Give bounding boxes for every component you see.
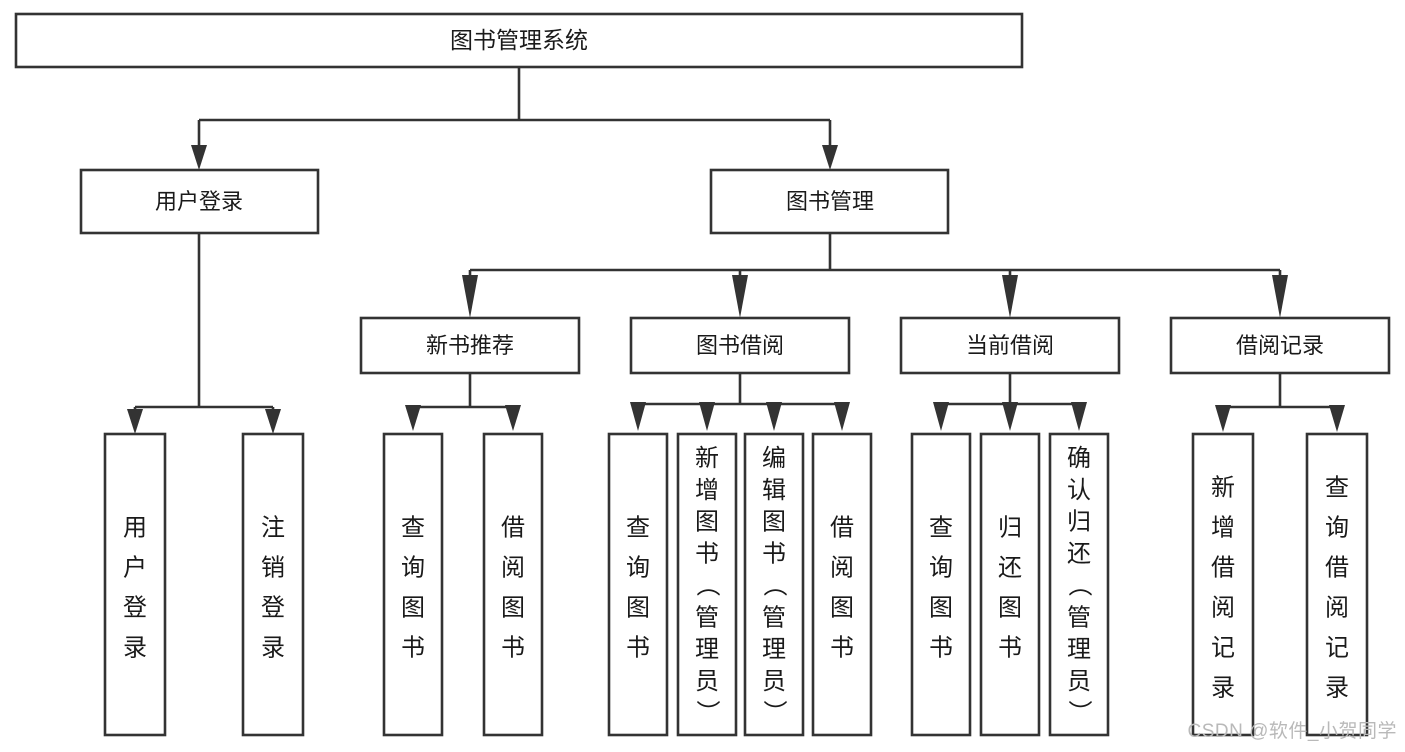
node-current-borrow-label: 当前借阅 <box>966 333 1054 358</box>
arrow-head-new-book-leaf-1 <box>405 405 421 431</box>
node-book-management-box[interactable] <box>709 168 950 235</box>
node-root-label: 图书管理系统 <box>450 27 588 53</box>
node-book-borrow-label: 图书借阅 <box>696 333 784 358</box>
node-user-login[interactable]: 用户登录 <box>79 168 320 235</box>
arrow-head-book-borrow-leaf-3 <box>766 402 782 431</box>
arrow-head-borrow-record <box>1272 275 1288 318</box>
node-borrow-record-label: 借阅记录 <box>1236 333 1324 358</box>
leaf-record-query-label: 查询借阅记录 <box>1325 475 1349 702</box>
leaf-borrow-add-book-label: 新增图书（管理员） <box>695 445 720 727</box>
leaf-user-login[interactable]: 用户登录 <box>103 432 167 737</box>
leaf-current-query-label: 查询图书 <box>929 515 953 662</box>
leaf-newbook-query-label: 查询图书 <box>401 515 425 662</box>
leaf-current-query-box[interactable] <box>910 432 972 737</box>
leaf-borrow-query-box[interactable] <box>607 432 669 737</box>
leaf-logout-label: 注销登录 <box>261 515 285 662</box>
leaf-record-query[interactable]: 查询借阅记录 <box>1305 432 1369 737</box>
arrow-head-book-borrow-leaf-4 <box>834 402 850 431</box>
leaf-newbook-query[interactable]: 查询图书 <box>382 432 444 737</box>
arrow-head-leaf-user-login <box>127 409 143 434</box>
leaf-current-query[interactable]: 查询图书 <box>910 432 972 737</box>
leaf-borrow-borrow-book[interactable]: 借阅图书 <box>811 432 873 737</box>
leaf-record-add-label: 新增借阅记录 <box>1211 475 1235 702</box>
node-new-book-recommend[interactable]: 新书推荐 <box>359 316 581 375</box>
arrow-head-current-borrow-leaf-2 <box>1002 402 1018 431</box>
leaf-borrow-add-book-box[interactable] <box>676 432 738 737</box>
arrow-head-current-borrow <box>1002 275 1018 318</box>
node-current-borrow-box[interactable] <box>899 316 1121 375</box>
leaf-borrow-edit-book[interactable]: 编辑图书（管理员） <box>743 432 805 737</box>
leaf-newbook-borrow-label: 借阅图书 <box>501 515 525 662</box>
node-current-borrow[interactable]: 当前借阅 <box>899 316 1121 375</box>
leaf-logout-box[interactable] <box>241 432 305 737</box>
node-book-management[interactable]: 图书管理 <box>709 168 950 235</box>
leaf-current-confirm-return-box[interactable] <box>1048 432 1110 737</box>
node-user-login-box[interactable] <box>79 168 320 235</box>
arrow-head-current-borrow-leaf-1 <box>933 402 949 431</box>
leaf-current-return-box[interactable] <box>979 432 1041 737</box>
node-new-book-recommend-label: 新书推荐 <box>426 333 514 358</box>
leaf-borrow-edit-book-box[interactable] <box>743 432 805 737</box>
arrow-head-user-login <box>191 145 207 170</box>
node-user-login-label: 用户登录 <box>155 189 243 214</box>
leaf-record-query-box[interactable] <box>1305 432 1369 737</box>
leaf-user-login-label: 用户登录 <box>123 515 147 662</box>
arrow-head-book-borrow <box>732 275 748 318</box>
arrow-head-book-borrow-leaf-1 <box>630 402 646 431</box>
leaf-record-add-box[interactable] <box>1191 432 1255 737</box>
leaf-borrow-add-book[interactable]: 新增图书（管理员） <box>676 432 738 737</box>
node-root-box[interactable] <box>14 12 1024 69</box>
arrow-head-borrow-record-leaf-1 <box>1215 405 1231 432</box>
arrow-head-new-book <box>462 275 478 318</box>
node-root[interactable]: 图书管理系统 <box>14 12 1024 69</box>
leaf-borrow-query[interactable]: 查询图书 <box>607 432 669 737</box>
connector-layer <box>127 67 1345 434</box>
node-book-management-label: 图书管理 <box>786 189 874 214</box>
node-book-borrow[interactable]: 图书借阅 <box>629 316 851 375</box>
arrow-head-borrow-record-leaf-2 <box>1329 405 1345 432</box>
leaf-current-return-label: 归还图书 <box>998 515 1022 662</box>
arrow-head-new-book-leaf-2 <box>505 405 521 431</box>
leaf-newbook-query-box[interactable] <box>382 432 444 737</box>
leaf-current-confirm-return[interactable]: 确认归还（管理员） <box>1048 432 1110 737</box>
leaf-newbook-borrow[interactable]: 借阅图书 <box>482 432 544 737</box>
leaf-borrow-borrow-book-label: 借阅图书 <box>830 515 854 662</box>
node-borrow-record-box[interactable] <box>1169 316 1391 375</box>
leaf-user-login-box[interactable] <box>103 432 167 737</box>
leaf-current-return[interactable]: 归还图书 <box>979 432 1041 737</box>
node-new-book-recommend-box[interactable] <box>359 316 581 375</box>
arrow-head-current-borrow-leaf-3 <box>1071 402 1087 431</box>
leaf-logout[interactable]: 注销登录 <box>241 432 305 737</box>
node-borrow-record[interactable]: 借阅记录 <box>1169 316 1391 375</box>
arrow-head-book-borrow-leaf-2 <box>699 402 715 431</box>
leaf-newbook-borrow-box[interactable] <box>482 432 544 737</box>
arrow-head-leaf-logout <box>265 409 281 434</box>
leaf-borrow-borrow-book-box[interactable] <box>811 432 873 737</box>
arrow-head-book-mgmt <box>822 145 838 170</box>
leaf-record-add[interactable]: 新增借阅记录 <box>1191 432 1255 737</box>
csdn-watermark: CSDN @软件_小贺同学 <box>1187 721 1397 742</box>
leaf-borrow-query-label: 查询图书 <box>626 515 650 662</box>
leaf-current-confirm-return-label: 确认归还（管理员） <box>1067 445 1092 727</box>
node-book-borrow-box[interactable] <box>629 316 851 375</box>
leaf-borrow-edit-book-label: 编辑图书（管理员） <box>762 445 787 727</box>
